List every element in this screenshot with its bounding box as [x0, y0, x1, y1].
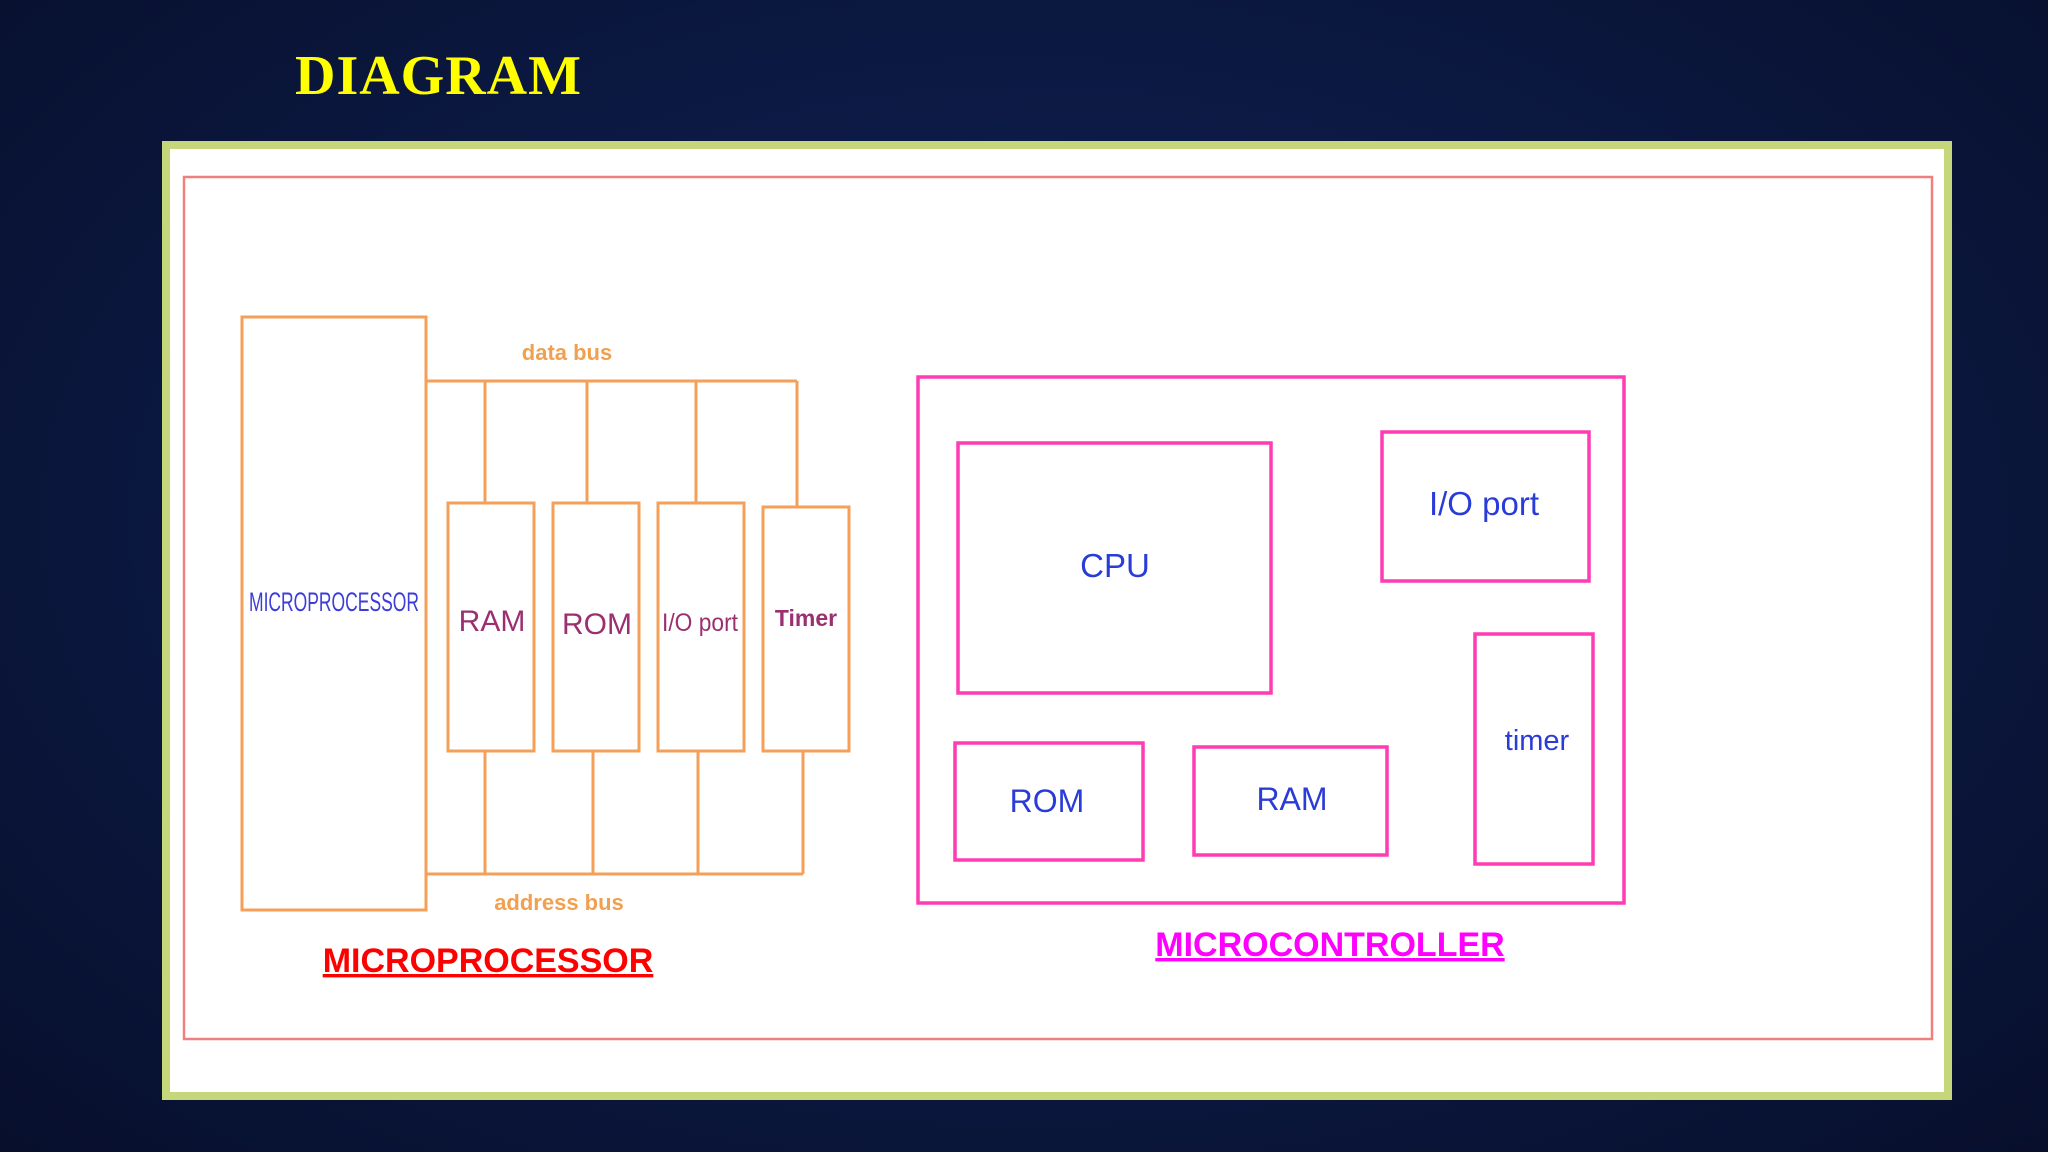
mc-outer-block	[916, 375, 1626, 905]
microprocessor-caption: MICROPROCESSOR	[323, 942, 654, 980]
mc-io-block	[1380, 430, 1591, 583]
mc-rom-block	[953, 741, 1145, 862]
mp-rom-block	[551, 501, 641, 753]
mp-timer-block	[761, 505, 851, 753]
microprocessor-system	[240, 315, 851, 912]
mc-timer-block	[1473, 632, 1595, 866]
mp-rom-label: ROM	[562, 608, 632, 641]
mc-rom-label: ROM	[1010, 783, 1085, 819]
mc-cpu-block	[956, 441, 1273, 695]
mp-ram-label: RAM	[459, 605, 526, 638]
diagram-frame	[162, 141, 1952, 1100]
mc-timer-label: timer	[1505, 725, 1570, 757]
mp-ram-block	[446, 501, 536, 753]
mp-main-label: MICROPROCESSOR	[249, 587, 419, 617]
mp-io-label: I/O port	[662, 609, 738, 637]
mp-io-block	[656, 501, 746, 753]
mc-io-label: I/O port	[1429, 485, 1539, 522]
data-bus-label: data bus	[522, 340, 612, 365]
microcontroller-caption: MICROCONTROLLER	[1155, 926, 1504, 964]
slide-title: DIAGRAM	[295, 45, 582, 107]
inner-border	[182, 175, 1934, 1041]
mp-timer-label: Timer	[775, 605, 837, 631]
mc-ram-block	[1192, 745, 1389, 857]
microcontroller-system	[916, 375, 1626, 905]
mc-ram-label: RAM	[1256, 781, 1327, 817]
mp-main-block	[240, 315, 428, 912]
mc-cpu-label: CPU	[1080, 547, 1150, 584]
address-bus-label: address bus	[494, 890, 624, 915]
